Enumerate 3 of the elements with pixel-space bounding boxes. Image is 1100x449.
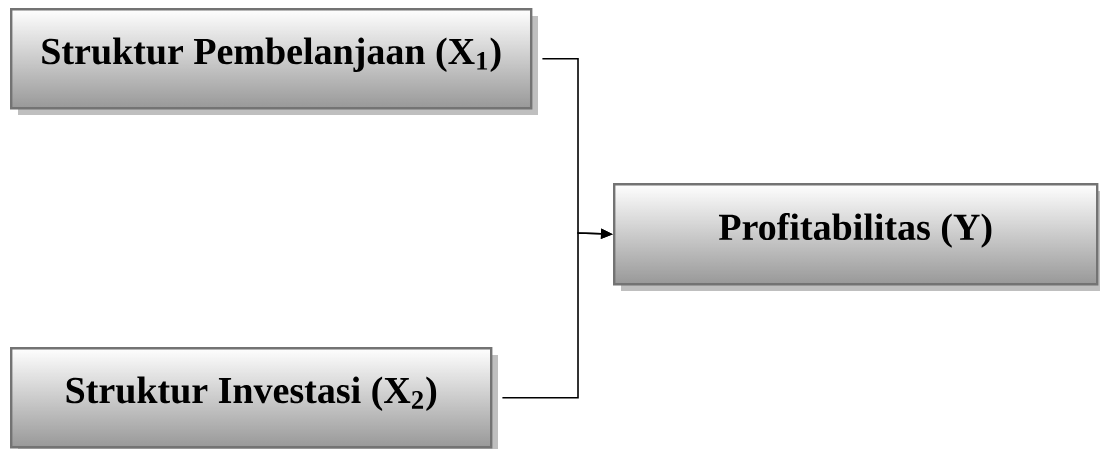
shaded-box: Profitabilitas (Y) xyxy=(613,183,1100,291)
shaded-box: Struktur Investasi (X$_{2}$) xyxy=(10,347,498,449)
shaded-box: Struktur Pembelanjaan (X$_{1}$) xyxy=(10,8,538,115)
